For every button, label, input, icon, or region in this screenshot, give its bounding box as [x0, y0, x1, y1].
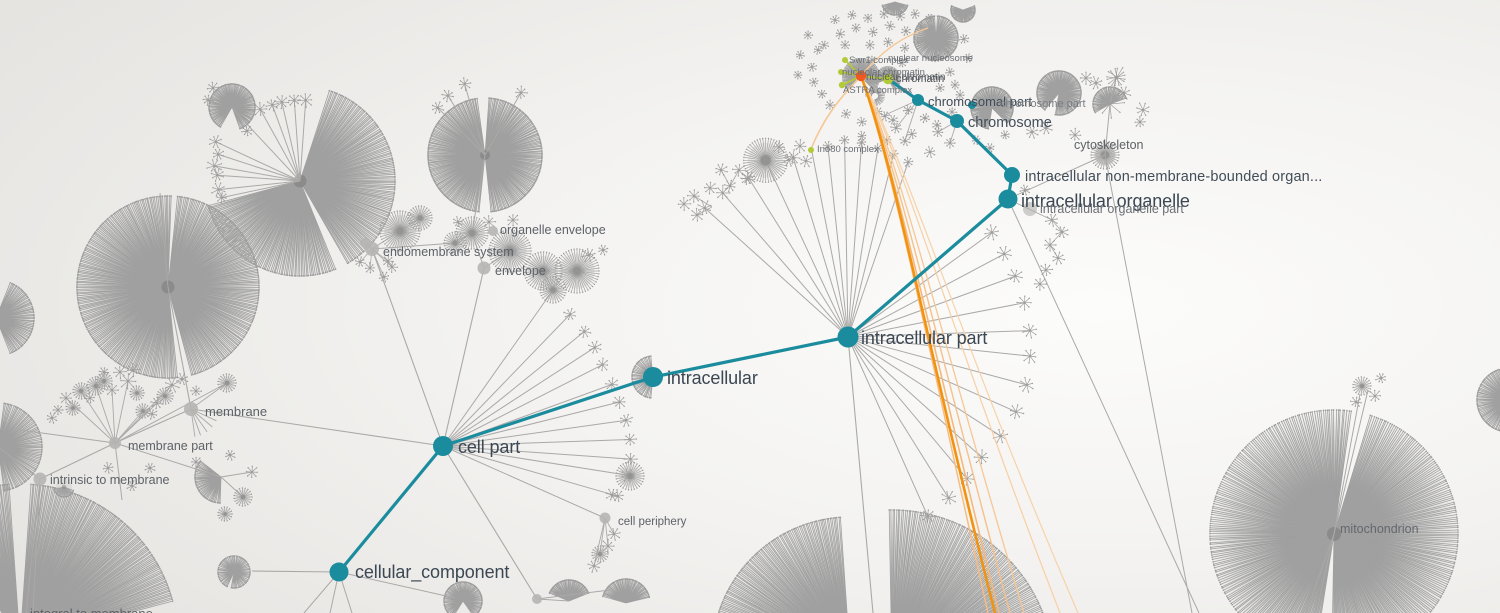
svg-text:membrane part: membrane part [128, 439, 213, 453]
svg-text:chromosomal part: chromosomal part [928, 94, 1032, 109]
svg-text:endomembrane system: endomembrane system [383, 245, 514, 259]
svg-text:nucleolar chromatin: nucleolar chromatin [842, 67, 925, 78]
svg-text:cellular_component: cellular_component [355, 562, 509, 583]
svg-text:intracellular non-membrane-bou: intracellular non-membrane-bounded organ… [1025, 169, 1322, 185]
svg-text:Swr1 complex: Swr1 complex [849, 55, 909, 66]
svg-text:cytoskeleton: cytoskeleton [1074, 138, 1144, 152]
svg-text:intracellular part: intracellular part [861, 328, 987, 348]
svg-text:nuclear chromatin: nuclear chromatin [866, 72, 945, 83]
svg-text:chromatin: chromatin [896, 73, 944, 85]
svg-text:integral to membrane: integral to membrane [30, 606, 153, 613]
svg-text:organelle envelope: organelle envelope [500, 223, 606, 237]
svg-text:mitochondrion: mitochondrion [1340, 522, 1419, 536]
svg-text:intracellular organelle: intracellular organelle [1021, 191, 1190, 211]
svg-text:cell part: cell part [458, 437, 520, 457]
svg-text:cell periphery: cell periphery [618, 516, 687, 528]
svg-text:ASTRA complex: ASTRA complex [843, 85, 912, 96]
svg-text:chromosome part: chromosome part [1000, 98, 1086, 110]
svg-text:membrane: membrane [205, 404, 267, 419]
svg-text:intrinsic to membrane: intrinsic to membrane [50, 473, 170, 487]
svg-text:envelope: envelope [495, 264, 546, 278]
svg-text:chromosome: chromosome [968, 115, 1052, 131]
svg-text:intracellular: intracellular [667, 368, 758, 388]
svg-text:Ino80 complex: Ino80 complex [817, 144, 879, 155]
svg-text:nuclear nucleosome: nuclear nucleosome [888, 53, 973, 64]
svg-text:intracellular organelle part: intracellular organelle part [1040, 202, 1184, 216]
